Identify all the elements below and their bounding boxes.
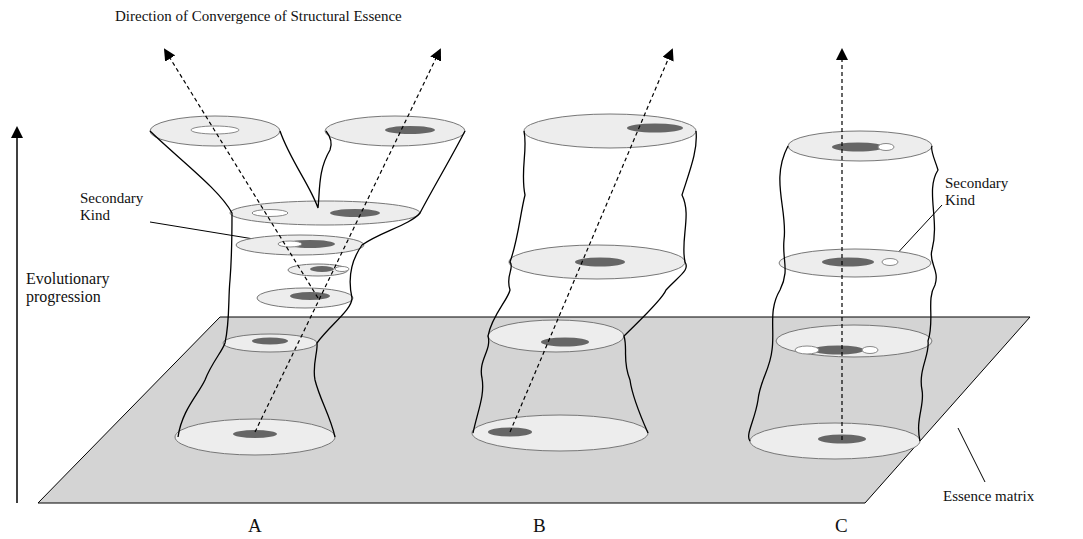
column-letter: A [248,515,278,537]
axis-label: Evolutionary progression [26,270,131,307]
column-letter: B [533,515,563,537]
top-heading: Direction of Convergence of Structural E… [115,8,635,25]
callout-label: Secondary Kind [945,175,1017,210]
callout-label: Secondary Kind [80,190,152,225]
callout-label: Essence matrix [943,488,1078,505]
column-letter: C [835,515,865,537]
